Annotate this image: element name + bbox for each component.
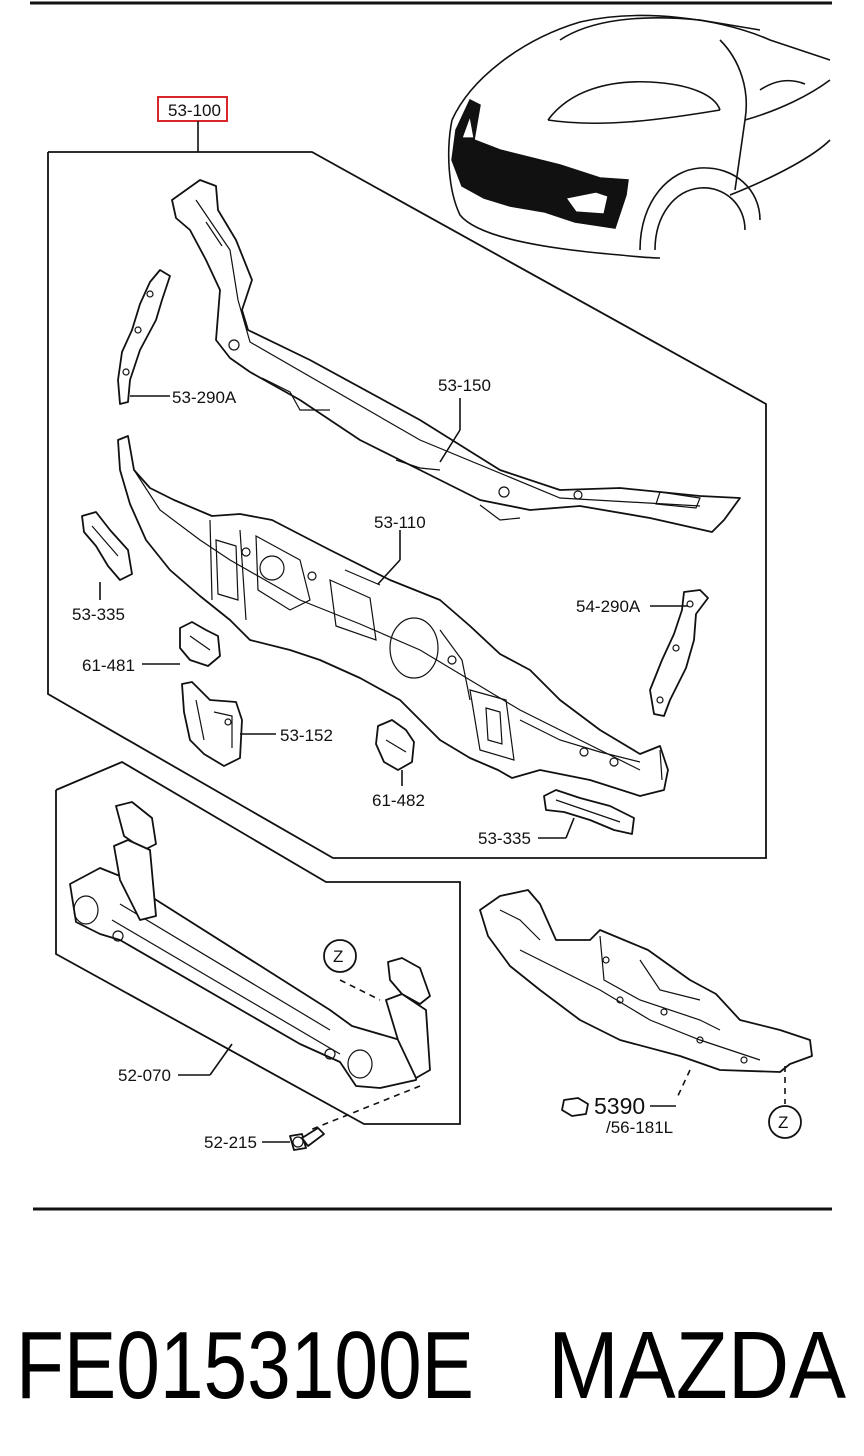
- clip-icon: [561, 1097, 589, 1117]
- assembly-label: 53-100: [168, 101, 221, 120]
- leader-lines: [99, 395, 688, 1143]
- label-54-290A: 54-290A: [576, 597, 641, 616]
- label-53-150: 53-150: [438, 376, 491, 395]
- lower-frame: [55, 760, 461, 1125]
- reference-marker-z-left: Z: [323, 939, 357, 973]
- label-56-181L: /56-181L: [606, 1118, 673, 1137]
- part-clip-left: [81, 511, 133, 581]
- assembly-highlight-box: [157, 96, 228, 122]
- part-bolt: [289, 1127, 325, 1151]
- reference-marker-z-right: Z: [768, 1105, 802, 1139]
- part-53-152: [181, 681, 243, 767]
- label-61-482: 61-482: [372, 791, 425, 810]
- label-53-152: 53-152: [280, 726, 333, 745]
- label-53-335-right: 53-335: [478, 829, 531, 848]
- part-bracket-right: [649, 589, 709, 717]
- label-52-070: 52-070: [118, 1066, 171, 1085]
- part-bracket-left: [117, 269, 171, 405]
- part-number: FE0153100E: [16, 1312, 474, 1419]
- label-61-481: 61-481: [82, 656, 135, 675]
- label-53-335-left: 53-335: [72, 605, 125, 624]
- svg-text:Z: Z: [778, 1113, 788, 1132]
- label-5390: 5390: [594, 1093, 645, 1119]
- brand-name: MAZDA: [548, 1312, 846, 1419]
- part-upper-member: [171, 179, 741, 533]
- svg-text:Z: Z: [333, 947, 343, 966]
- part-61-481: [179, 621, 221, 667]
- part-bumper-beam: [69, 867, 421, 1089]
- assembly-frame: [47, 151, 767, 859]
- label-53-290A: 53-290A: [172, 388, 237, 407]
- part-clip-right: [543, 789, 635, 835]
- label-52-215: 52-215: [204, 1133, 257, 1152]
- car-illustration: [447, 14, 831, 259]
- part-undercover: [479, 889, 813, 1073]
- label-53-110: 53-110: [374, 513, 426, 532]
- part-main-panel: [117, 435, 669, 797]
